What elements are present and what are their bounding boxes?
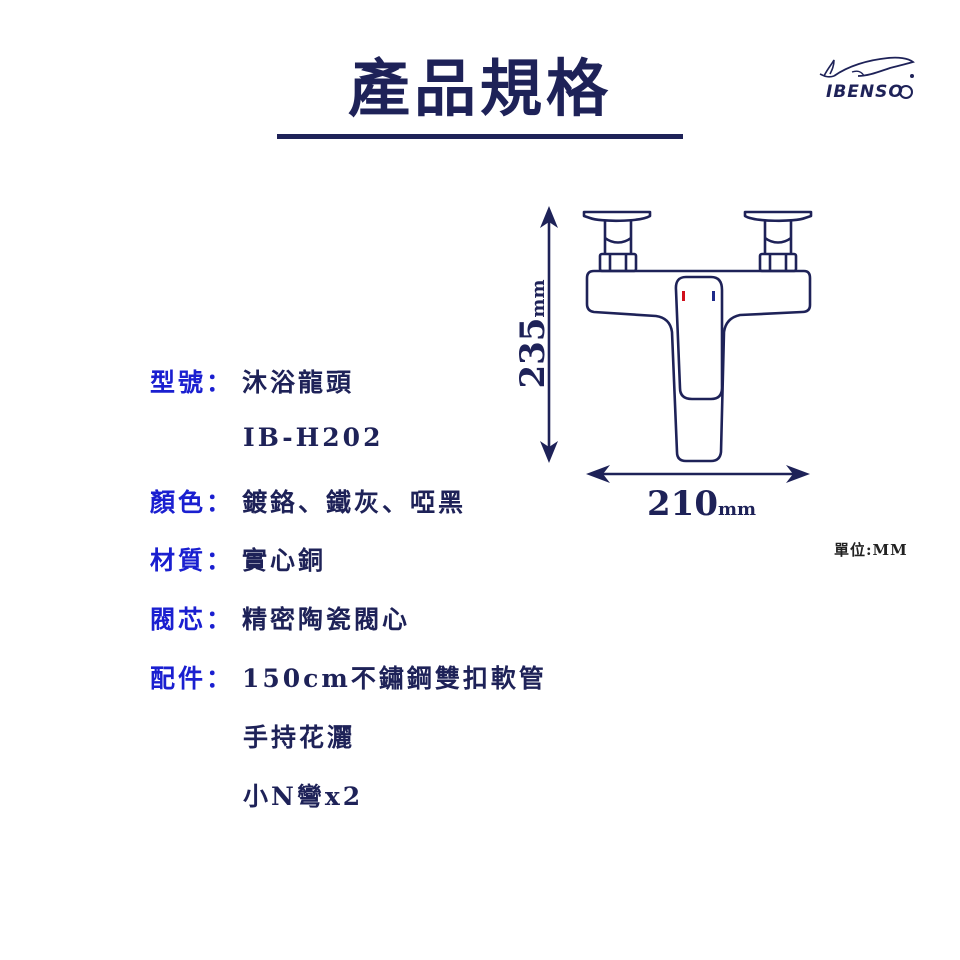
spec-label: 型號： <box>150 368 235 397</box>
unit-note: 單位:MM <box>834 541 908 559</box>
arrow-down-icon <box>540 441 558 463</box>
spec-model-number: IB-H202 <box>243 423 383 452</box>
spec-value: 實心銅 <box>242 546 327 575</box>
spec-color: 顏色：鍍鉻、鐵灰、啞黑 <box>150 483 466 519</box>
spec-model: 型號：沐浴龍頭 <box>150 363 354 399</box>
right-nut <box>758 252 798 273</box>
arrow-up-icon <box>540 206 558 228</box>
right-nut-facets <box>768 254 788 271</box>
left-nut-facets <box>608 254 628 271</box>
spec-value: 沐浴龍頭 <box>242 368 355 397</box>
hot-indicator <box>682 291 685 301</box>
width-value: 210 <box>647 484 718 524</box>
spec-label: 配件： <box>150 664 235 693</box>
spec-value: 手持花灑 <box>243 723 356 752</box>
page-title: 產品規格 <box>347 52 612 125</box>
left-nut <box>598 252 638 273</box>
title-underline <box>277 134 683 139</box>
spec-value: IB-H202 <box>243 423 384 452</box>
dolphin-icon <box>819 56 915 99</box>
height-value: 235 <box>513 317 553 389</box>
spec-accessory-2: 手持花灑 <box>243 718 355 754</box>
right-handle-stem <box>763 221 793 254</box>
width-unit: mm <box>717 499 757 520</box>
left-handle-cap <box>582 210 652 223</box>
logo-text: IBENSO <box>826 82 904 102</box>
right-handle-cap <box>743 210 813 223</box>
spec-accessory-3: 小N彎x2 <box>243 777 363 813</box>
width-dimension: 210mm <box>647 484 756 524</box>
spec-material: 材質：實心銅 <box>150 541 326 577</box>
cold-indicator <box>712 291 715 301</box>
spec-value: 小N彎x2 <box>243 782 364 811</box>
spec-value: 鍍鉻、鐵灰、啞黑 <box>242 488 467 517</box>
spec-label: 材質： <box>150 546 235 575</box>
faucet-body <box>585 269 812 463</box>
spec-value: 精密陶瓷閥心 <box>242 605 411 634</box>
spec-label: 顏色： <box>150 488 235 517</box>
height-unit: mm <box>528 279 549 318</box>
brand-logo: IBENSO <box>818 54 918 106</box>
arrow-left-icon <box>586 465 610 483</box>
spec-accessories: 配件：150cm不鏽鋼雙扣軟管 <box>150 659 547 695</box>
arrow-right-icon <box>786 465 810 483</box>
spec-valve: 閥芯：精密陶瓷閥心 <box>150 600 410 636</box>
left-handle-stem <box>603 221 633 254</box>
spec-label: 閥芯： <box>150 605 235 634</box>
faucet-lever <box>674 275 724 401</box>
height-dimension: 235mm <box>513 279 553 389</box>
spec-value: 150cm不鏽鋼雙扣軟管 <box>242 664 547 693</box>
